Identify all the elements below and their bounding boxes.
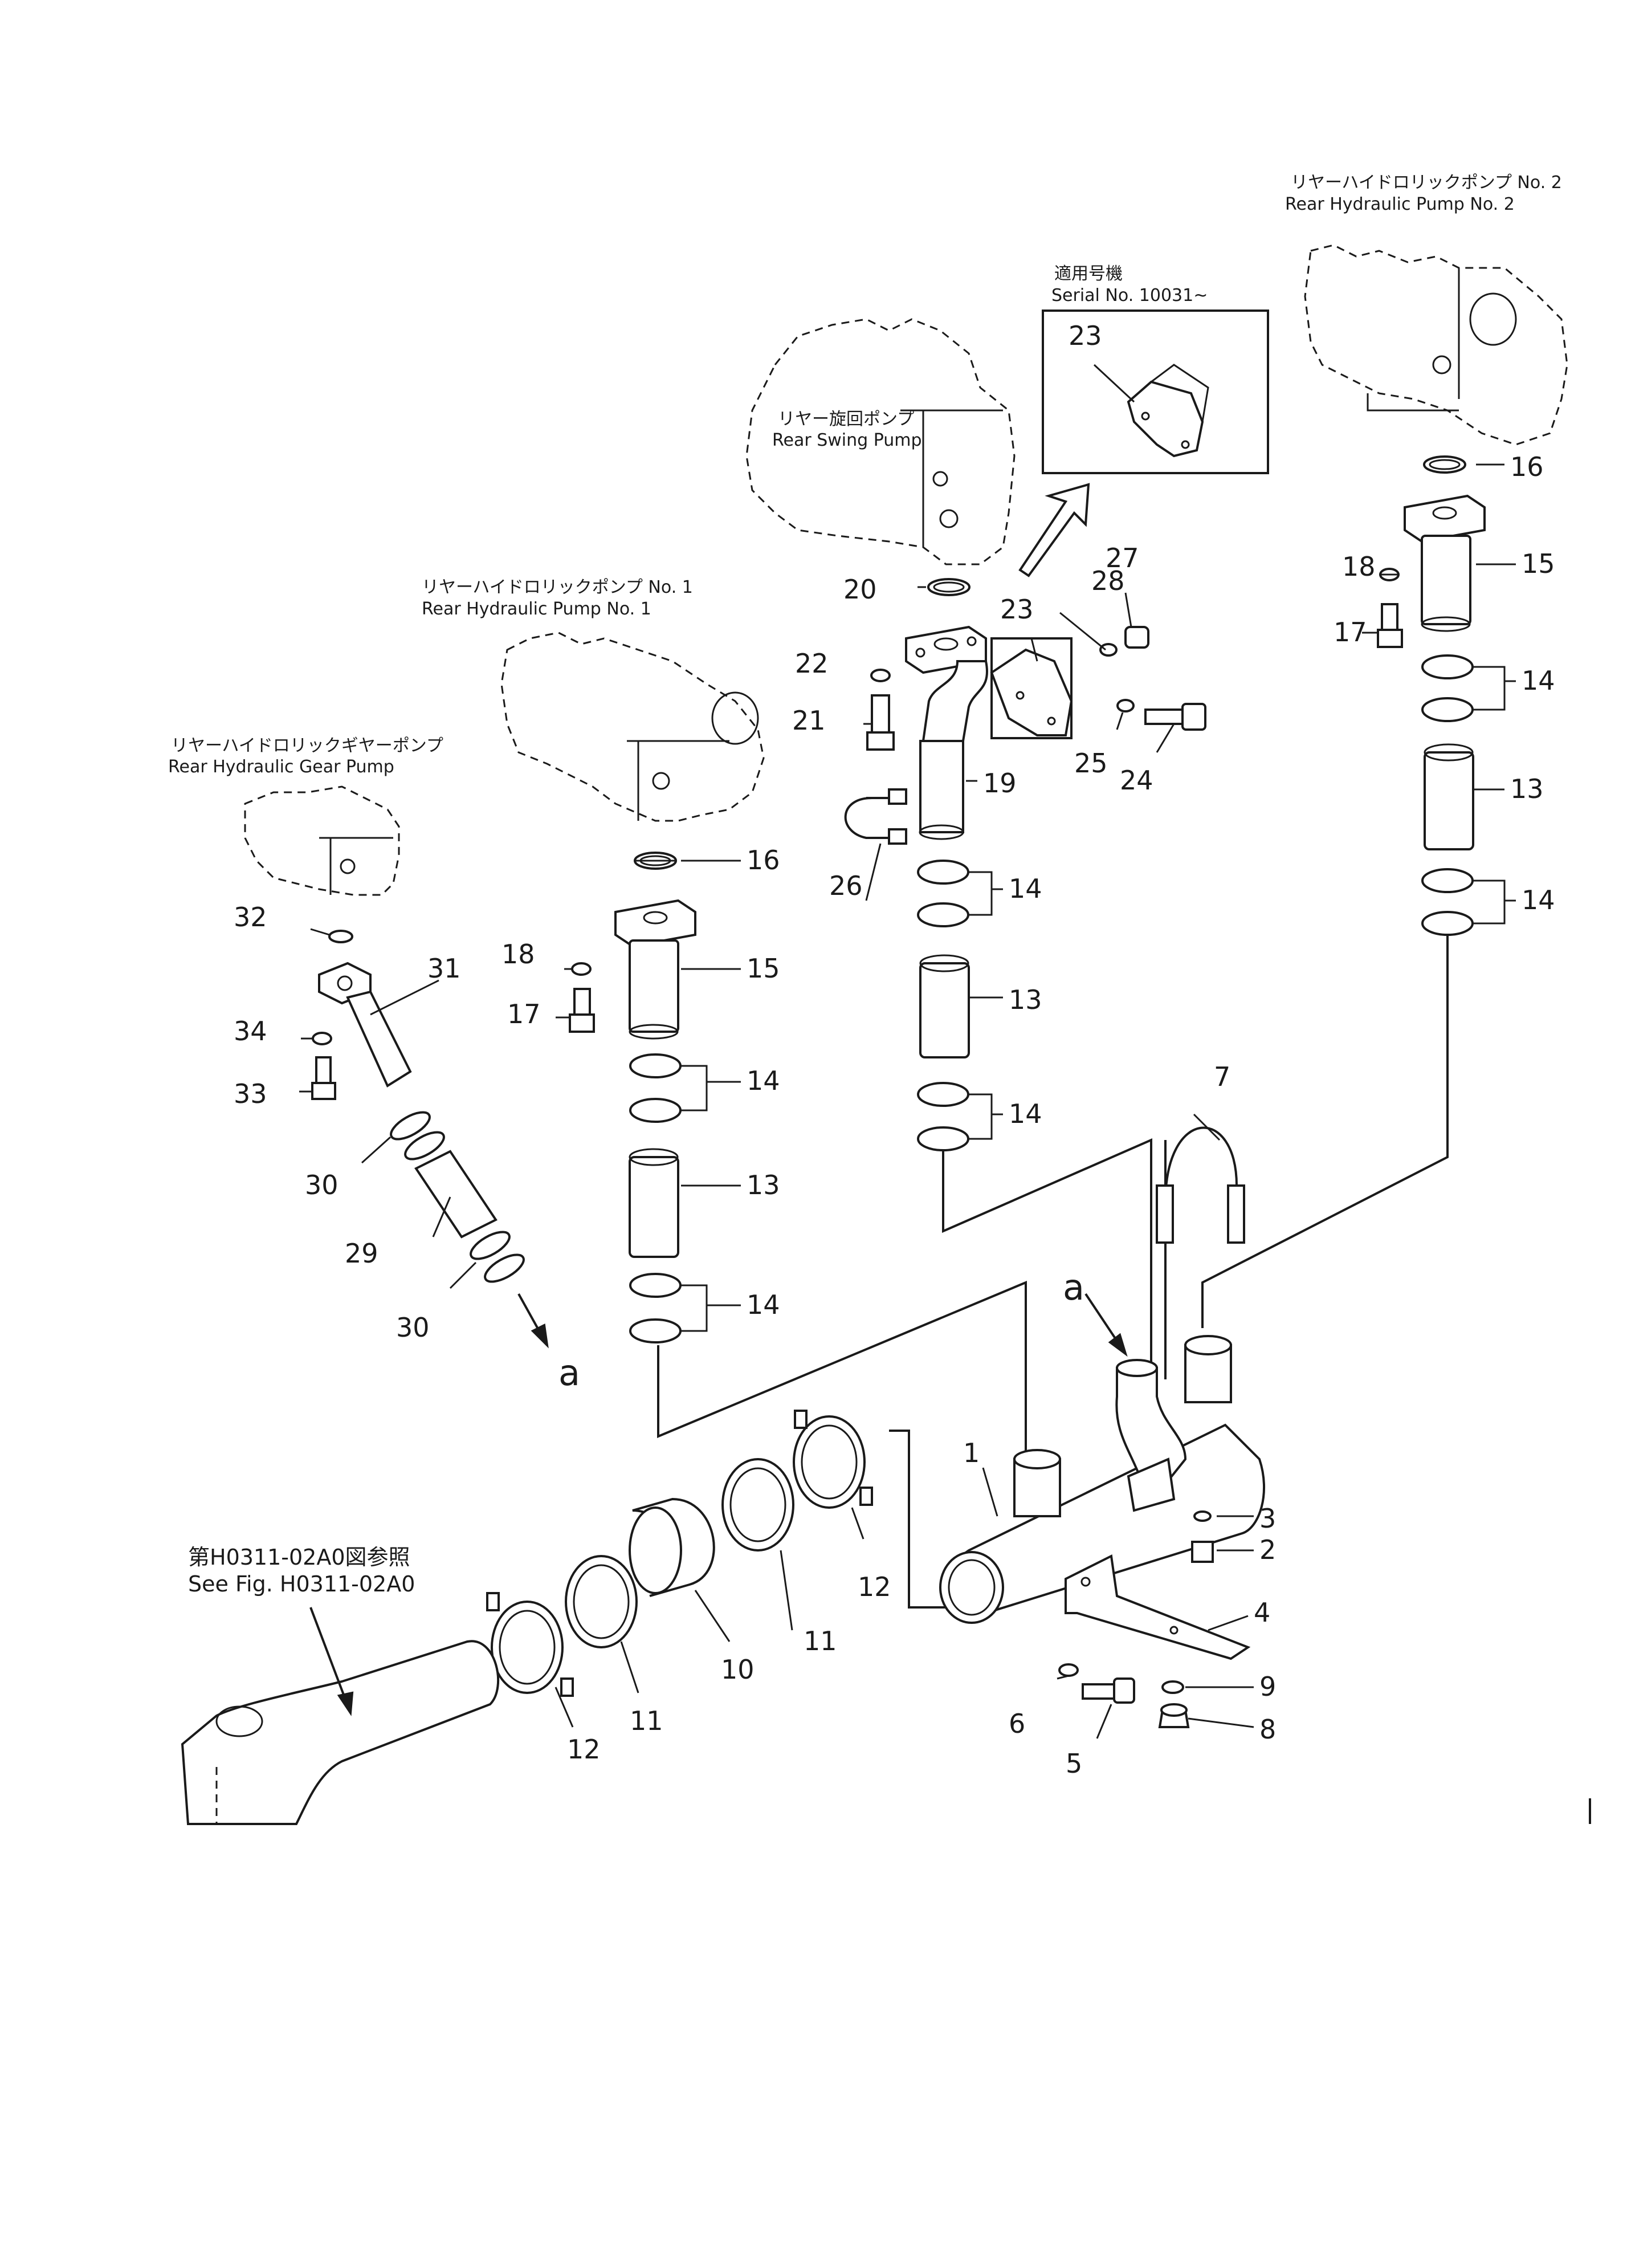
- callout-30-lower: 30: [396, 1312, 430, 1343]
- callout-15-lower: 15: [747, 953, 780, 984]
- caption-pump-no2: リヤーハイドロリックポンプ No. 2 Rear Hydraulic Pump …: [1285, 173, 1562, 214]
- callout-17-lower: 17: [507, 999, 541, 1029]
- callout-17-upper: 17: [1334, 617, 1367, 648]
- callout-14-a: 14: [1522, 665, 1555, 696]
- callout-25: 25: [1074, 748, 1108, 779]
- gear-pump-column-parts: [311, 930, 549, 1349]
- caption-pump-no1: リヤーハイドロリックポンプ No. 1 Rear Hydraulic Pump …: [422, 577, 693, 619]
- rear-swing-pump: [745, 318, 1016, 565]
- callout-27: 27: [1106, 543, 1139, 573]
- callout-23: 23: [1000, 594, 1034, 625]
- caption-serial-en: Serial No. 10031~: [1051, 286, 1208, 306]
- caption-gear-pump-en: Rear Hydraulic Gear Pump: [168, 757, 394, 777]
- caption-swing-pump-jp: リヤー旋回ポンプ: [778, 409, 914, 429]
- connector-a-bottom: a: [558, 1352, 580, 1394]
- rear-hydraulic-gear-pump: [244, 785, 400, 896]
- caption-pump-no1-jp: リヤーハイドロリックポンプ No. 1: [422, 577, 693, 597]
- caption-pump-no1-en: Rear Hydraulic Pump No. 1: [422, 599, 651, 619]
- callout-20: 20: [843, 574, 877, 605]
- callout-21: 21: [792, 705, 826, 736]
- callout-19: 19: [983, 768, 1017, 799]
- callout-13-a: 13: [1510, 773, 1544, 804]
- callout-29: 29: [345, 1238, 378, 1269]
- swing-column-parts: [844, 578, 1206, 1151]
- callout-1: 1: [963, 1438, 980, 1468]
- pump2-column-parts: [1377, 455, 1486, 936]
- callout-23-inset: 23: [1069, 320, 1102, 351]
- callout-16-lower: 16: [747, 845, 780, 876]
- caption-pump-no2-en: Rear Hydraulic Pump No. 2: [1285, 194, 1515, 214]
- callout-numbers: 16 15 18 17 14 13 14 23 20 23 28 27 22 2…: [234, 320, 1555, 1779]
- callout-32: 32: [234, 902, 267, 933]
- callout-12-lower: 12: [567, 1734, 601, 1765]
- callout-16-upper: 16: [1510, 451, 1544, 482]
- caption-gear-pump-jp: リヤーハイドロリックギヤーポンプ: [171, 736, 443, 756]
- caption-swing-pump-en: Rear Swing Pump: [772, 430, 922, 450]
- callout-4: 4: [1254, 1597, 1270, 1628]
- rear-hydraulic-pump-no2: [1304, 244, 1568, 446]
- pump1-column-parts: [569, 852, 696, 1343]
- callout-18-lower: 18: [501, 939, 535, 970]
- callout-12-upper: 12: [858, 1571, 891, 1602]
- caption-pump-no2-jp: リヤーハイドロリックポンプ No. 2: [1291, 173, 1562, 193]
- callout-8: 8: [1259, 1714, 1276, 1745]
- callout-5: 5: [1066, 1748, 1082, 1779]
- callout-3: 3: [1259, 1503, 1276, 1534]
- callout-6: 6: [1009, 1708, 1025, 1739]
- caption-see-fig-jp: 第H0311-02A0図参照: [188, 1545, 410, 1570]
- callout-13-b: 13: [1009, 984, 1042, 1015]
- callout-14-c: 14: [1009, 873, 1042, 904]
- routing-lines: [657, 935, 1449, 1609]
- inset-serial-box: [1018, 310, 1269, 577]
- manifold-assembly: [939, 1126, 1265, 1728]
- callout-11-upper: 11: [804, 1626, 837, 1656]
- callout-14-e: 14: [747, 1065, 780, 1096]
- caption-serial-jp: 適用号機: [1054, 264, 1123, 284]
- callout-18-upper: 18: [1342, 551, 1376, 582]
- caption-see-fig-en: See Fig. H0311-02A0: [188, 1571, 415, 1597]
- callout-22: 22: [795, 648, 829, 679]
- callout-2: 2: [1259, 1534, 1276, 1565]
- caption-serial: 適用号機 Serial No. 10031~: [1051, 264, 1208, 306]
- callout-26: 26: [829, 870, 863, 901]
- callout-14-d: 14: [1009, 1098, 1042, 1129]
- callout-9: 9: [1259, 1671, 1276, 1702]
- caption-gear-pump: リヤーハイドロリックギヤーポンプ Rear Hydraulic Gear Pum…: [168, 736, 443, 777]
- callout-30-upper: 30: [305, 1170, 339, 1200]
- callout-14-f: 14: [747, 1289, 780, 1320]
- caption-swing-pump: リヤー旋回ポンプ Rear Swing Pump: [772, 409, 922, 450]
- connector-a-top: a: [1063, 1267, 1084, 1308]
- callout-33: 33: [234, 1078, 267, 1109]
- callout-24: 24: [1120, 765, 1153, 796]
- callout-13-c: 13: [747, 1170, 780, 1200]
- callout-14-b: 14: [1522, 885, 1555, 915]
- callout-31: 31: [427, 953, 461, 984]
- callout-28: 28: [1091, 565, 1125, 596]
- caption-see-fig: 第H0311-02A0図参照 See Fig. H0311-02A0: [188, 1545, 415, 1597]
- callout-7: 7: [1214, 1061, 1230, 1092]
- callout-15-upper: 15: [1522, 548, 1555, 579]
- rear-hydraulic-pump-no1: [500, 632, 765, 822]
- callout-leaders: [299, 463, 1516, 1739]
- callout-10: 10: [721, 1654, 755, 1685]
- lower-pipe-chain: [181, 1410, 873, 1825]
- callout-34: 34: [234, 1016, 267, 1047]
- callout-11-lower: 11: [630, 1705, 663, 1736]
